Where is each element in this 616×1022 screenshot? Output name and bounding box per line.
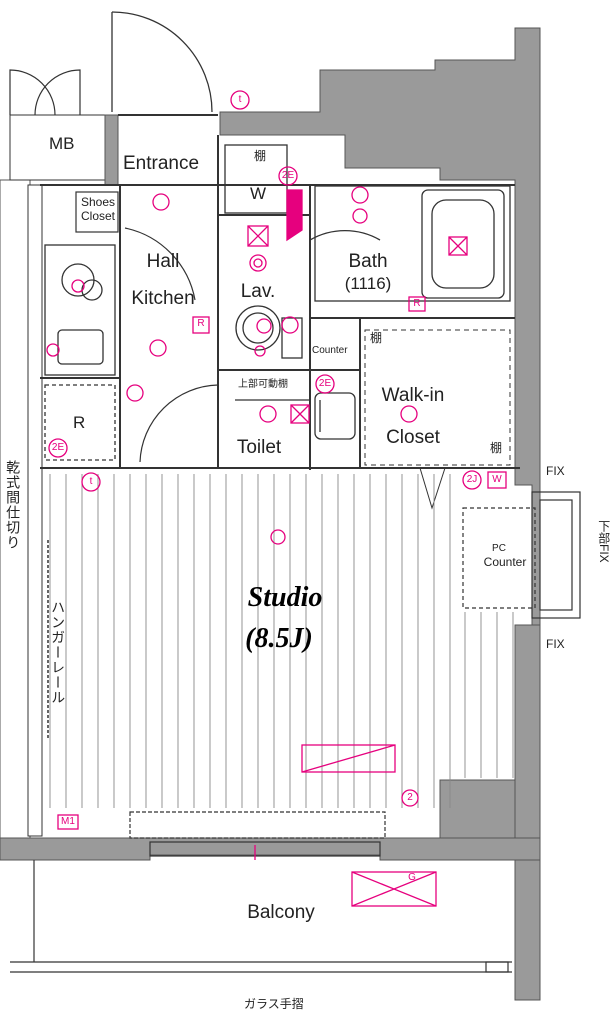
symbol-2j: 2J	[466, 474, 478, 485]
entrance-door	[111, 11, 213, 113]
studio-label: Studio	[247, 582, 323, 613]
balcony-sash	[129, 811, 386, 857]
shelf-label-1: 棚	[254, 149, 267, 163]
bath-label: Bath	[348, 251, 388, 272]
toilet-label: Toilet	[236, 437, 282, 458]
kitchen-label: Kitchen	[131, 288, 195, 309]
toilet-fixture	[235, 392, 356, 440]
balcony-label: Balcony	[247, 902, 315, 923]
balcony-railing	[10, 860, 512, 973]
shelf-label-2: 棚	[370, 331, 383, 345]
entrance-label: Entrance	[122, 153, 200, 174]
pc-counter-label-2: Counter	[483, 555, 527, 569]
shelf-label-3: 棚	[490, 441, 503, 455]
shoes-closet-box	[75, 191, 119, 233]
glass-handrail-label: ガラス手摺	[244, 997, 304, 1011]
studio-floorboards	[49, 474, 514, 808]
symbol-w: W	[492, 474, 502, 485]
symbol-t-1: t	[238, 94, 242, 105]
counter-label: Counter	[312, 345, 348, 356]
symbol-2e-1: 2E	[281, 170, 295, 181]
symbol-2e-3: 2E	[51, 442, 65, 453]
studio-size-label: (8.5J)	[245, 623, 313, 654]
walk-in-closet	[364, 329, 511, 510]
symbol-2: 2	[407, 792, 413, 803]
symbol-2e-2: 2E	[318, 378, 332, 389]
symbol-t-2: t	[89, 476, 93, 487]
bath-unit	[309, 185, 511, 302]
walkin-label-2: Closet	[386, 427, 440, 448]
washer-box	[224, 144, 288, 214]
upper-shelf-label: 上部可動棚	[238, 379, 288, 390]
fridge-label: R	[73, 413, 86, 432]
lav-sink	[235, 305, 303, 359]
hall-doors	[124, 227, 219, 463]
shoes-closet-label-2: Closet	[80, 209, 116, 223]
interior-walls	[40, 114, 520, 470]
lav-label: Lav.	[240, 281, 276, 302]
walkin-label-1: Walk-in	[381, 385, 445, 406]
electric-symbols	[46, 90, 507, 907]
pc-counter-label-1: PC	[492, 543, 506, 554]
symbol-r-2: R	[197, 318, 205, 329]
shoes-closet-label-1: Shoes	[80, 195, 116, 209]
symbol-m1: M1	[61, 816, 75, 827]
hall-label: Hall	[146, 251, 180, 272]
mb-doors	[9, 69, 81, 116]
fix-label-top: FIX	[546, 464, 565, 478]
symbol-g: G	[408, 872, 416, 883]
symbol-r-1: R	[413, 298, 421, 309]
dry-partition-label: 乾式間仕切り	[5, 460, 22, 550]
fix-label-bottom: FIX	[546, 637, 565, 651]
hanger-rail-label: ハンガーレール	[50, 600, 67, 705]
structural-walls	[0, 27, 541, 1001]
lower-fix-label: 下部FIX	[596, 520, 611, 563]
bath-size-label: (1116)	[344, 274, 392, 293]
pc-counter	[462, 491, 581, 619]
washer-label: W	[250, 184, 267, 203]
mb-label: MB	[49, 134, 75, 153]
